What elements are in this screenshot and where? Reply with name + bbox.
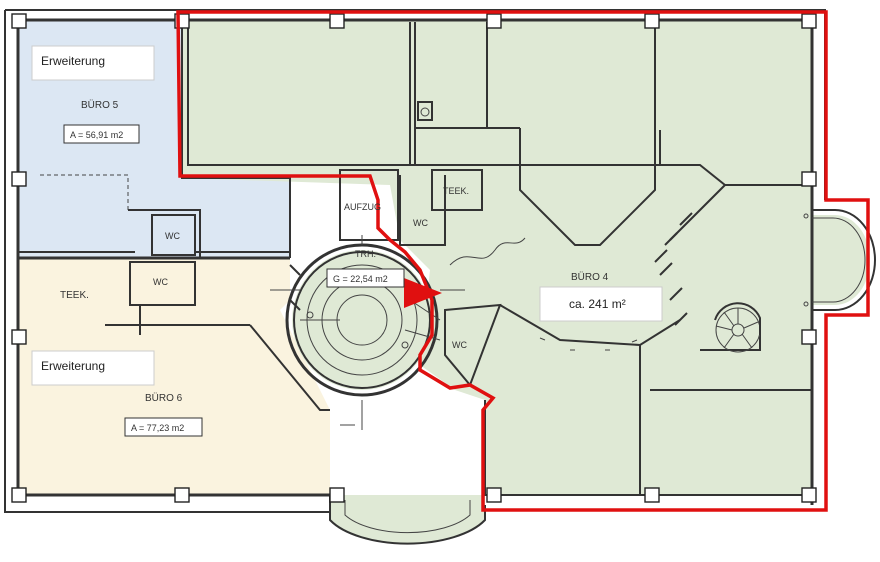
area-box (326, 268, 405, 288)
sink-icon (417, 101, 433, 121)
area-stair-hall: G = 22,54 m2 (333, 274, 388, 284)
area-buero5: A = 56,91 m2 (70, 130, 123, 140)
tag-box (31, 350, 155, 386)
window-marks (539, 212, 809, 351)
buero4-bay (812, 215, 870, 305)
tag-erweiterung: Erweiterung (41, 54, 105, 68)
tag-box (31, 45, 155, 81)
tag-erweiterung: Erweiterung (41, 359, 105, 373)
room-name-buero5: BÜRO 5 (81, 99, 119, 111)
bottom-bay (330, 495, 485, 544)
triangle-right-icon (404, 278, 442, 308)
room-name-teek-top: TEEK. (443, 186, 469, 196)
buero6-area[interactable] (18, 258, 330, 495)
area-box (539, 286, 663, 322)
room-name-wc: WC (413, 218, 428, 228)
room-name-buero4: BÜRO 4 (571, 271, 609, 283)
buero4-highlight-outline (176, 10, 870, 512)
labels: Erweiterung Erweiterung BÜRO 5 A = 56,91… (31, 45, 663, 437)
room-name-wc: WC (165, 231, 180, 241)
spiral-stair-icon (714, 302, 761, 353)
room-name-wc: WC (153, 277, 168, 287)
area-buero6: A = 77,23 m2 (131, 423, 184, 433)
area-buero4: ca. 241 m² (569, 297, 626, 311)
room-fills (18, 20, 870, 544)
area-box (63, 124, 140, 144)
room-name-buero6: BÜRO 6 (145, 392, 183, 404)
room-name-teek-left: TEEK. (60, 290, 89, 301)
area-box (124, 417, 203, 437)
room-name-wc: WC (452, 340, 467, 350)
room-name-elevator: AUFZUG (344, 202, 381, 212)
room-name-stair-hall: TRH. (355, 249, 376, 259)
